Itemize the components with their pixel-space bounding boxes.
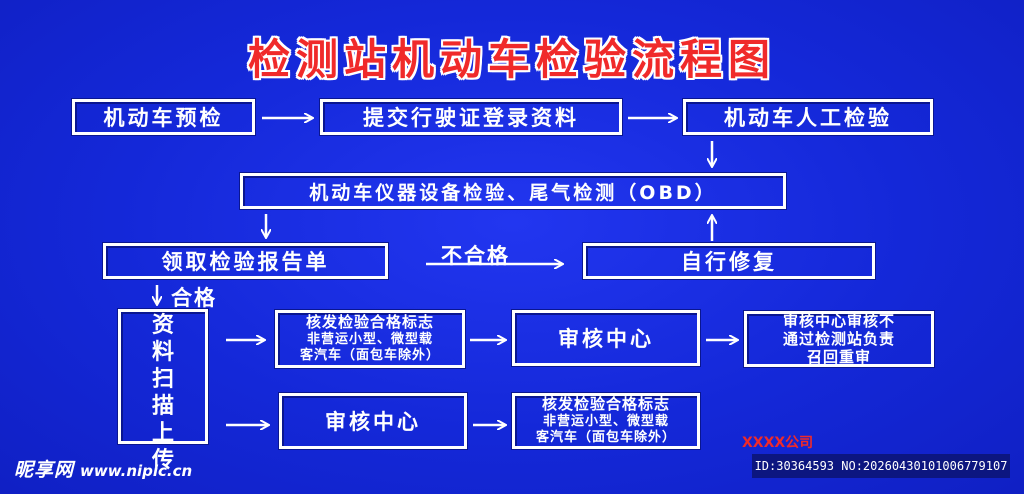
step-issue-mark-2: 核发检验合格标志 非营运小型、微型载 客汽车（面包车除外）	[512, 393, 700, 449]
step-repair: 自行修复	[583, 243, 875, 279]
watermark-brand: 昵享网	[14, 459, 75, 481]
company-name: XXXX公司	[742, 435, 814, 451]
step-submit-docs: 提交行驶证登录资料	[320, 99, 622, 135]
step-recall: 审核中心审核不 通过检测站负责 召回重审	[744, 311, 934, 367]
step-review-center-2: 审核中心	[279, 393, 467, 449]
issue-mark-2-note: 非营运小型、微型载 客汽车（面包车除外）	[535, 414, 676, 446]
step-issue-mark-1: 核发检验合格标志 非营运小型、微型载 客汽车（面包车除外）	[275, 310, 465, 368]
label-pass: 合格	[171, 286, 217, 310]
recall-text: 审核中心审核不 通过检测站负责 召回重审	[782, 312, 895, 366]
watermark: 昵享网 www.nipic.cn	[14, 455, 192, 482]
issue-mark-1-note: 非营运小型、微型载 客汽车（面包车除外）	[299, 332, 440, 364]
step-review-center-1: 审核中心	[512, 310, 700, 366]
step-scan-upload	[118, 309, 208, 444]
step-get-report: 领取检验报告单	[103, 243, 388, 279]
image-id-bar: ID:30364593 NO:20260430101006779107	[752, 454, 1010, 478]
watermark-url: www.nipic.cn	[80, 462, 193, 480]
issue-mark-1-title: 核发检验合格标志	[305, 313, 434, 332]
step-scan-upload-label: 资 料 扫 描 上 传	[151, 313, 174, 473]
step-pre-check: 机动车预检	[72, 99, 255, 135]
step-instrument-check: 机动车仪器设备检验、尾气检测（OBD）	[240, 173, 786, 209]
issue-mark-2-title: 核发检验合格标志	[541, 395, 670, 414]
page-title: 检测站机动车检验流程图	[247, 35, 776, 84]
step-manual-check: 机动车人工检验	[683, 99, 933, 135]
